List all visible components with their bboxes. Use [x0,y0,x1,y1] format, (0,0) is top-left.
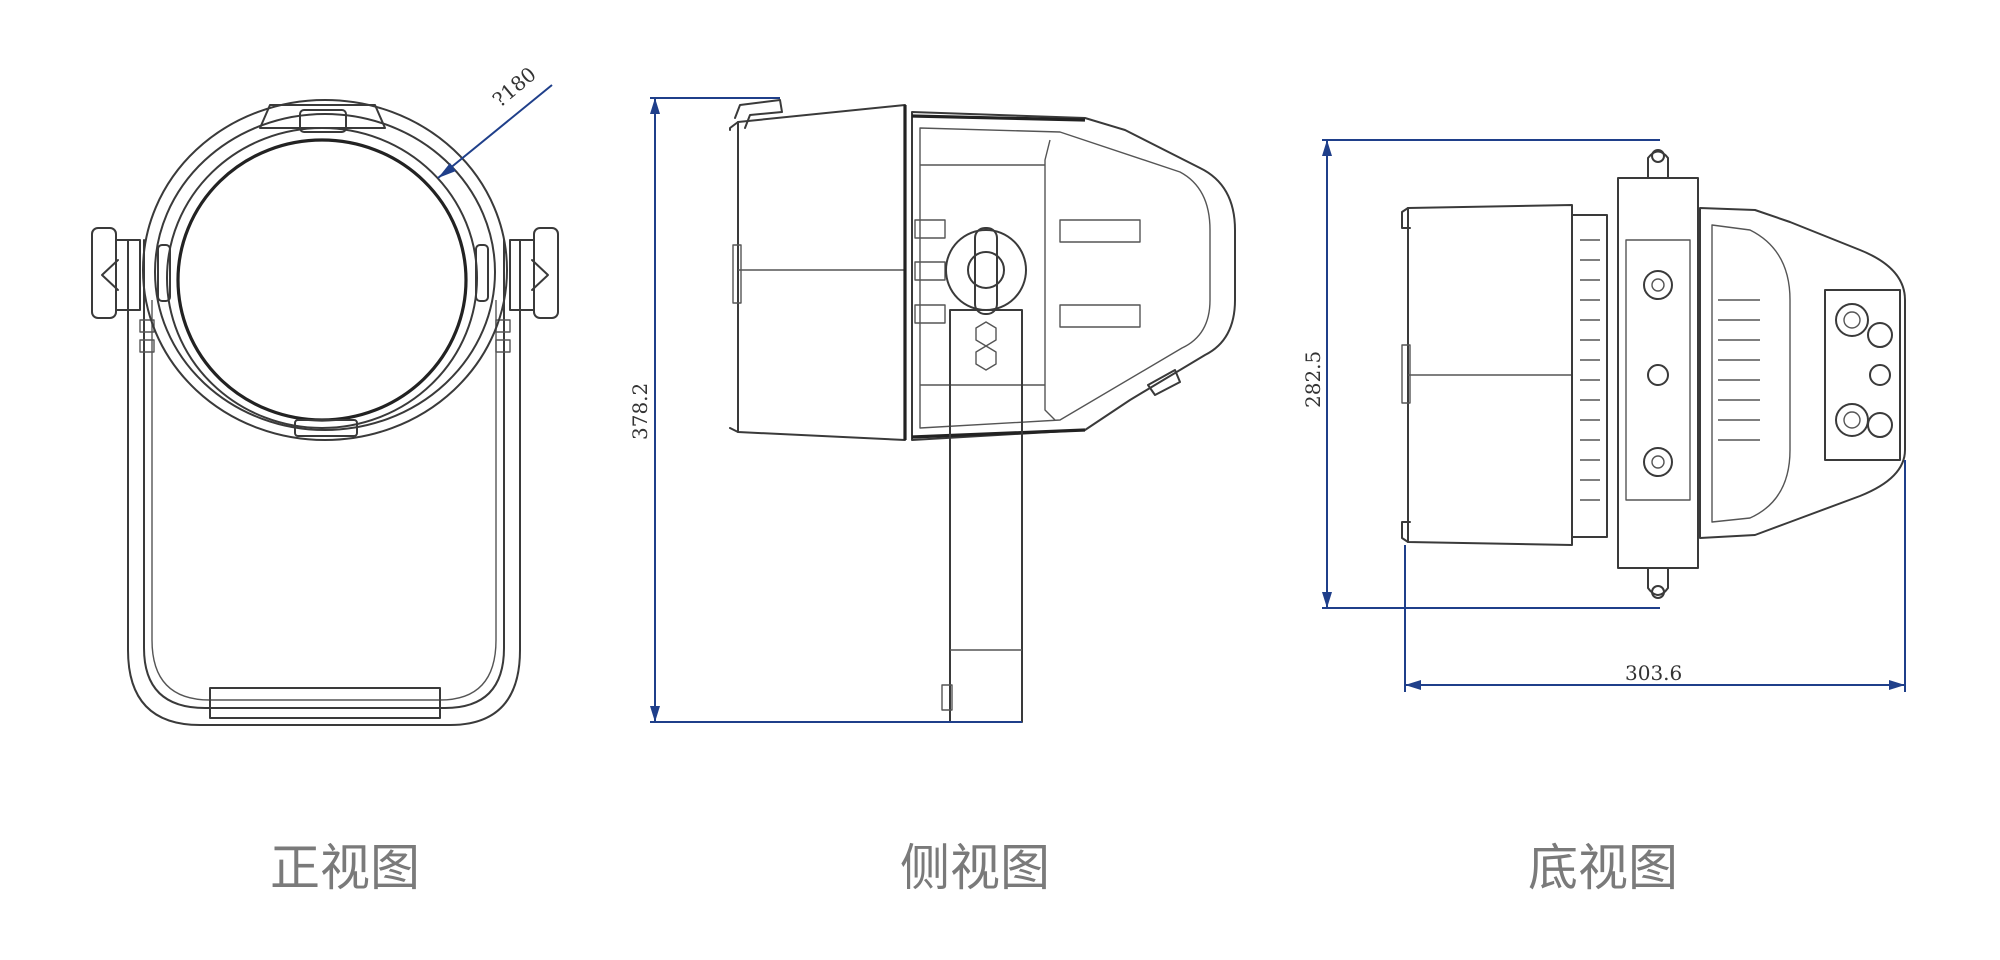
side-front-lip [729,121,739,433]
bottom-mount-knob-2-inner [1651,455,1665,469]
side-front-cap [737,104,906,441]
bottom-front-tab [1401,344,1411,404]
bottom-front-cap [1407,204,1573,546]
bottom-power-in-core [1843,311,1861,329]
side-yoke-knob-grip [974,227,998,315]
bottom-mount-hole-top [1651,149,1665,163]
front-view: ?180 正视图 [91,62,559,897]
side-yoke-knob-inner [967,251,1005,289]
bottom-rear-fins [1718,299,1760,441]
side-dim-arrow-top [650,98,660,114]
front-left-bolt-2 [139,339,155,353]
front-diameter-leader [437,84,553,179]
side-view-caption: 侧视图 [900,839,1050,897]
front-top-clip [259,104,386,129]
front-bottom-clip [294,419,358,437]
side-rear-inner [919,127,1211,429]
bottom-power-out-core [1843,411,1861,429]
front-right-bolt-2 [495,339,511,353]
side-rear-bottom-band [911,428,1086,439]
bottom-indicator [1869,364,1891,386]
bottom-width-label: 303.6 [1625,661,1682,685]
bottom-dmx-out-connector [1867,412,1893,438]
bottom-height-label: 282.5 [1301,351,1325,408]
side-slot-1 [914,219,946,239]
bottom-view: 282.5 303.6 底视图 [1301,139,1906,897]
front-view-caption: 正视图 [270,839,420,897]
bottom-height-arrow-top [1322,140,1332,156]
side-yoke-arm-clip [941,684,953,711]
side-slot-3 [914,304,946,324]
bottom-dmx-connector [1867,322,1893,348]
bottom-mount-bolt [1647,364,1669,386]
front-left-clip [157,244,171,302]
side-front-tab [732,244,742,304]
bottom-front-lip-bottom [1401,521,1411,543]
bottom-mount-knob-1-inner [1651,278,1665,292]
side-rear-body [911,111,1236,441]
front-diameter-arrow [438,163,456,178]
front-top-clip-inner [299,109,347,133]
bottom-mount-knob-2 [1643,447,1673,477]
front-yoke-base-plate [209,687,441,719]
front-lens-ring [166,127,478,429]
front-housing-outer [142,99,508,441]
bottom-mount-ear-top [1647,150,1669,179]
bottom-power-in-connector [1835,303,1869,337]
bottom-height-arrow-bottom [1322,592,1332,608]
front-left-hub [115,239,141,311]
front-right-hub [509,239,535,311]
side-hex-nut-2 [975,345,997,371]
front-yoke-inner-2 [151,300,497,701]
front-diameter-label: ?180 [488,62,541,112]
bottom-rear-body [1699,207,1906,539]
side-switch [1147,369,1181,396]
side-dim-arrow-bottom [650,706,660,722]
bottom-front-lip-top [1401,207,1411,229]
bottom-rear-inner [1711,224,1791,523]
bottom-fins [1580,239,1600,501]
front-left-knob-arrow [101,259,119,291]
side-dim-label: 378.2 [628,383,652,440]
bottom-mount-ear-bottom [1647,567,1669,596]
bottom-mount-hole-bottom [1651,585,1665,599]
bottom-view-caption: 底视图 [1528,839,1678,897]
bottom-mount-plate-inner [1625,239,1691,501]
bottom-mount-plate [1617,177,1699,569]
front-yoke-outer [127,239,521,726]
side-hex-nut-1 [975,321,997,347]
front-yoke-inner [143,239,505,709]
side-slot-5 [1059,304,1141,328]
side-rear-fin [1044,139,1056,421]
bottom-width-arrow-left [1405,680,1421,690]
front-housing-mid [154,113,496,431]
side-yoke-arm [949,309,1023,723]
bottom-power-out-connector [1835,403,1869,437]
front-right-knob-arrow [531,259,549,291]
bottom-mount-knob-1 [1643,270,1673,300]
side-rear-top-band [911,114,1086,122]
side-slot-2 [914,261,946,281]
side-view: 378.2 侧视图 [628,97,1236,897]
bottom-fin-block [1571,214,1608,538]
side-slot-4 [1059,219,1141,243]
bottom-connector-panel [1824,289,1901,461]
front-right-clip [475,244,489,302]
front-lens [176,138,468,422]
bottom-width-arrow-right [1889,680,1905,690]
side-top-hook [734,99,783,129]
side-yoke-knob-outer [945,229,1027,311]
